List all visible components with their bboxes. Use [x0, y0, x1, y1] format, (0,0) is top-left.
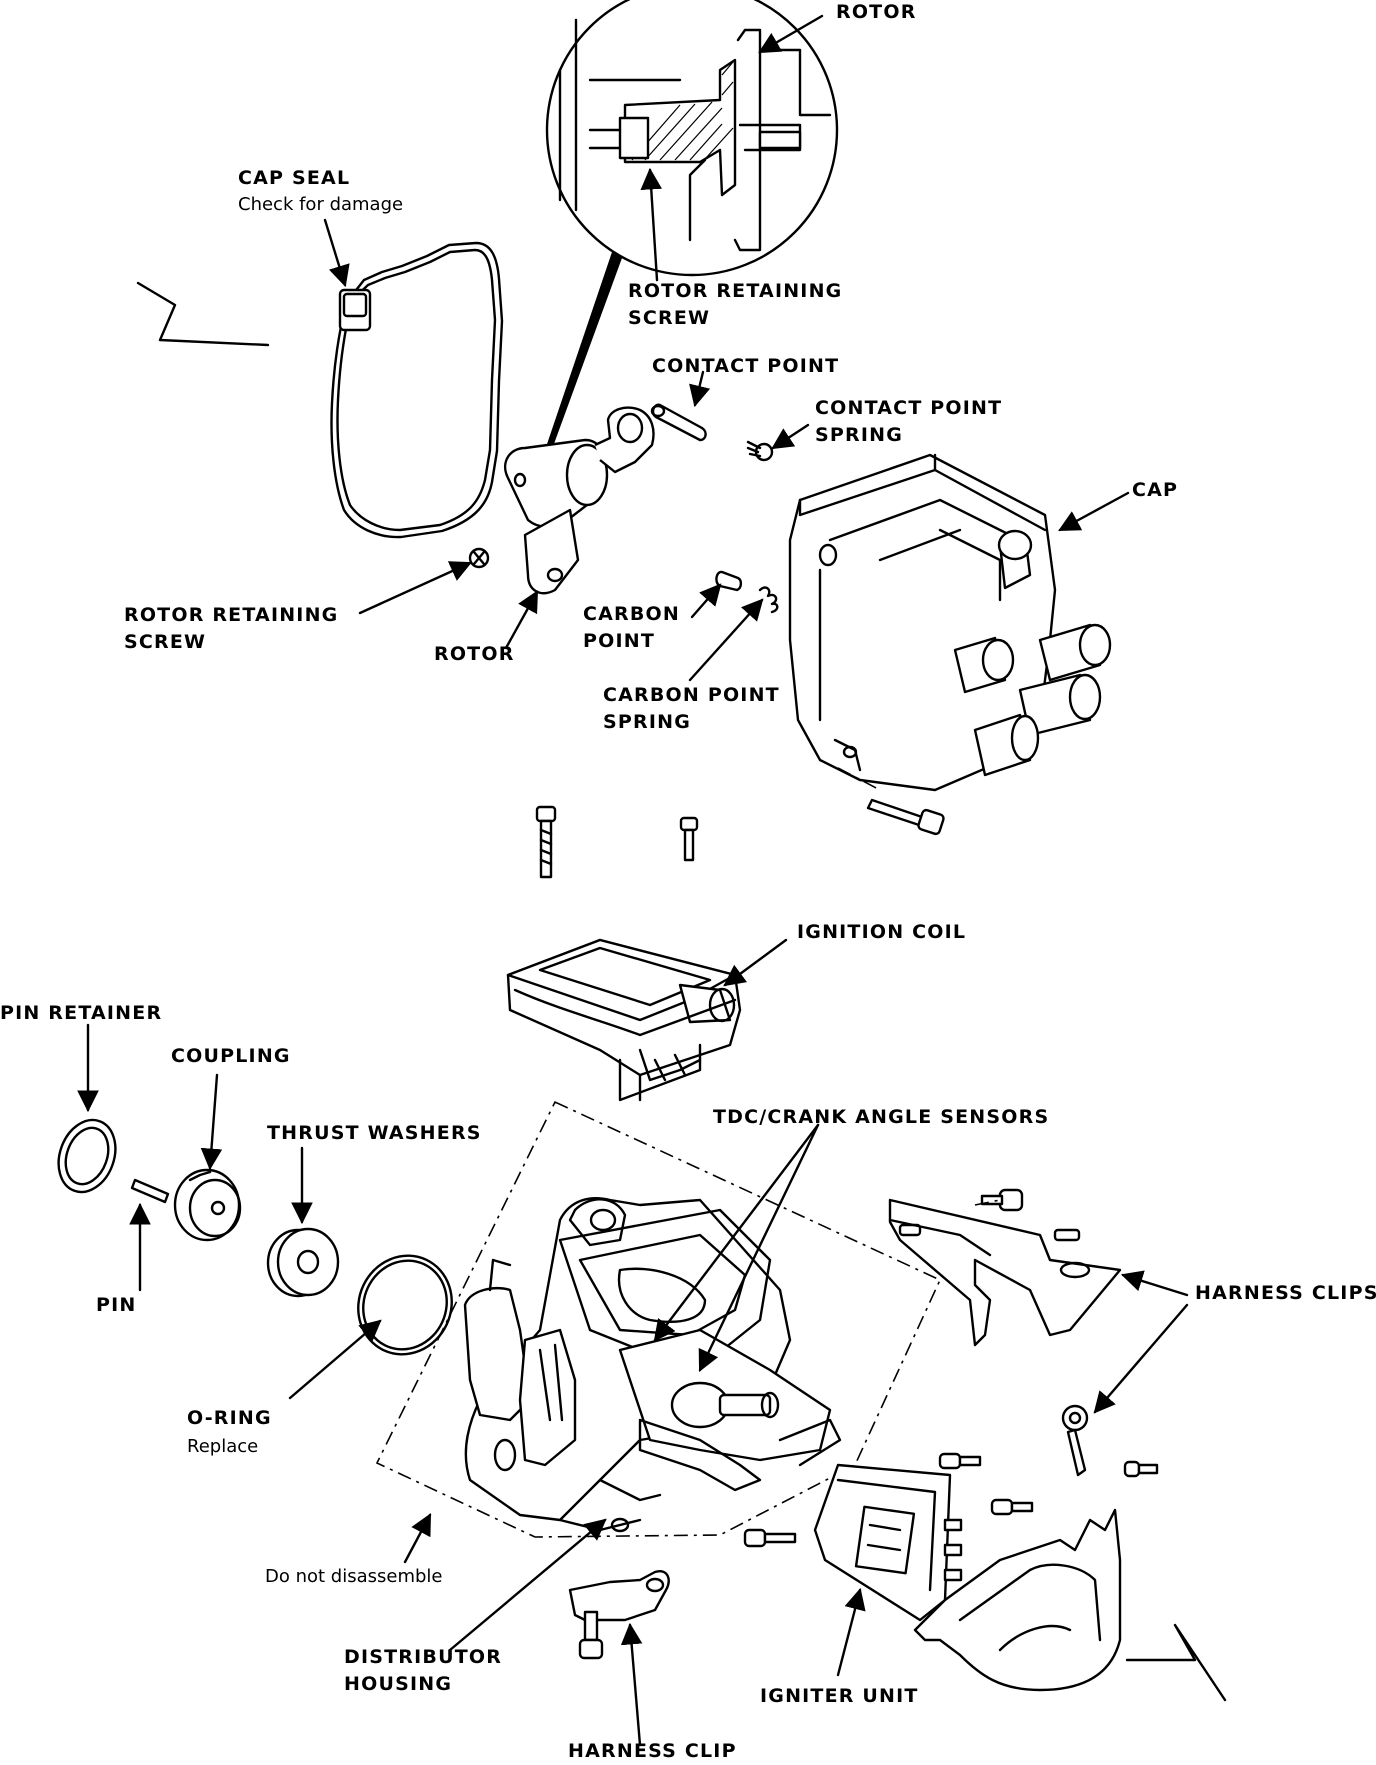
rotor-detail-label: ROTOR: [836, 1, 917, 23]
carbon-point-spring-line-1: CARBON POINT: [603, 684, 780, 706]
ignition-coil-label: IGNITION COIL: [797, 921, 967, 943]
distributor-housing-line-1: DISTRIBUTOR: [344, 1646, 503, 1668]
contact-point-spring-line-2: SPRING: [815, 424, 904, 446]
cap-seal-label: CAP SEAL: [238, 167, 351, 189]
carbon-point-spring: [758, 586, 779, 614]
rotor-label: ROTOR: [434, 643, 515, 665]
cap-label: CAP: [1132, 479, 1179, 501]
igniter-unit-label: IGNITER UNIT: [760, 1685, 919, 1707]
section-arrow-top-left: [136, 281, 270, 347]
contact-point: [650, 403, 707, 442]
thrust-washers-label: THRUST WASHERS: [267, 1122, 482, 1144]
pin-label: PIN: [96, 1294, 137, 1316]
carbon-point: [715, 570, 743, 592]
leader-lines: [77, 14, 1189, 1747]
cap-bolt: [866, 798, 945, 836]
rotor-retaining-screw-detail-line-2: SCREW: [628, 307, 711, 329]
rotor-retaining-screw: [468, 547, 490, 569]
coil-screw-right: [679, 816, 699, 862]
o-ring-label: O-RING: [187, 1407, 272, 1429]
rotor-retaining-screw-detail-label: ROTOR RETAINING SCREW: [628, 278, 842, 332]
distributor-housing-part: [463, 1197, 842, 1533]
rotor-retaining-screw-label: ROTOR RETAINING SCREW: [124, 602, 338, 656]
distributor-housing-label: DISTRIBUTOR HOUSING: [344, 1644, 502, 1698]
section-arrow-bottom-right: [1125, 1623, 1227, 1702]
harness-clip-bracket: [888, 1198, 1122, 1347]
rotor-retaining-screw-line-2: SCREW: [124, 631, 207, 653]
cap-part: [788, 453, 1112, 792]
rotor-detail-view: [545, 0, 839, 452]
carbon-point-spring-line-2: SPRING: [603, 711, 692, 733]
cap-seal-note: Check for damage: [238, 194, 404, 215]
rotor-retaining-screw-detail-line-1: ROTOR RETAINING: [628, 280, 843, 302]
contact-point-spring-label: CONTACT POINT SPRING: [815, 395, 1002, 449]
harness-clip-label: HARNESS CLIP: [568, 1740, 737, 1762]
igniter-unit-part: [813, 1463, 963, 1622]
ignition-coil-part: [506, 938, 742, 1102]
contact-point-label: CONTACT POINT: [652, 355, 840, 377]
thrust-washers-part: [266, 1227, 340, 1298]
harness-clip-small: [1061, 1404, 1089, 1477]
pin-retainer-label: PIN RETAINER: [0, 1002, 163, 1024]
harness-clips-label: HARNESS CLIPS: [1195, 1282, 1376, 1304]
o-ring-part: [357, 1254, 453, 1356]
carbon-point-line-2: POINT: [583, 630, 656, 652]
small-bolts: [743, 1452, 1159, 1548]
do-not-disassemble-boundary: [375, 1100, 942, 1538]
o-ring-note: Replace: [187, 1436, 259, 1457]
carbon-point-spring-label: CARBON POINT SPRING: [603, 682, 780, 736]
igniter-cover-part: [913, 1508, 1122, 1692]
pin-part: [130, 1178, 170, 1204]
coupling-label: COUPLING: [171, 1045, 291, 1067]
tdc-crank-angle-sensors-label: TDC/CRANK ANGLE SENSORS: [713, 1106, 1050, 1128]
cap-terminal-posts: [953, 529, 1112, 777]
contact-point-spring-line-1: CONTACT POINT: [815, 397, 1003, 419]
harness-clip-bottom-screw: [578, 1610, 604, 1660]
pin-retainer-part: [57, 1118, 117, 1194]
contact-point-spring: [746, 440, 774, 462]
rotor-retaining-screw-line-1: ROTOR RETAINING: [124, 604, 339, 626]
carbon-point-line-1: CARBON: [583, 603, 681, 625]
harness-clip-bottom-part: [568, 1570, 670, 1622]
coupling-part: [173, 1168, 242, 1242]
carbon-point-label: CARBON POINT: [583, 601, 680, 655]
rotor-part: [503, 406, 655, 595]
harness-clip-bolt: [974, 1188, 1024, 1212]
coil-screw-left: [535, 805, 557, 879]
distributor-housing-line-2: HOUSING: [344, 1673, 453, 1695]
cap-seal: [330, 241, 504, 539]
do-not-disassemble-note: Do not disassemble: [265, 1566, 443, 1587]
